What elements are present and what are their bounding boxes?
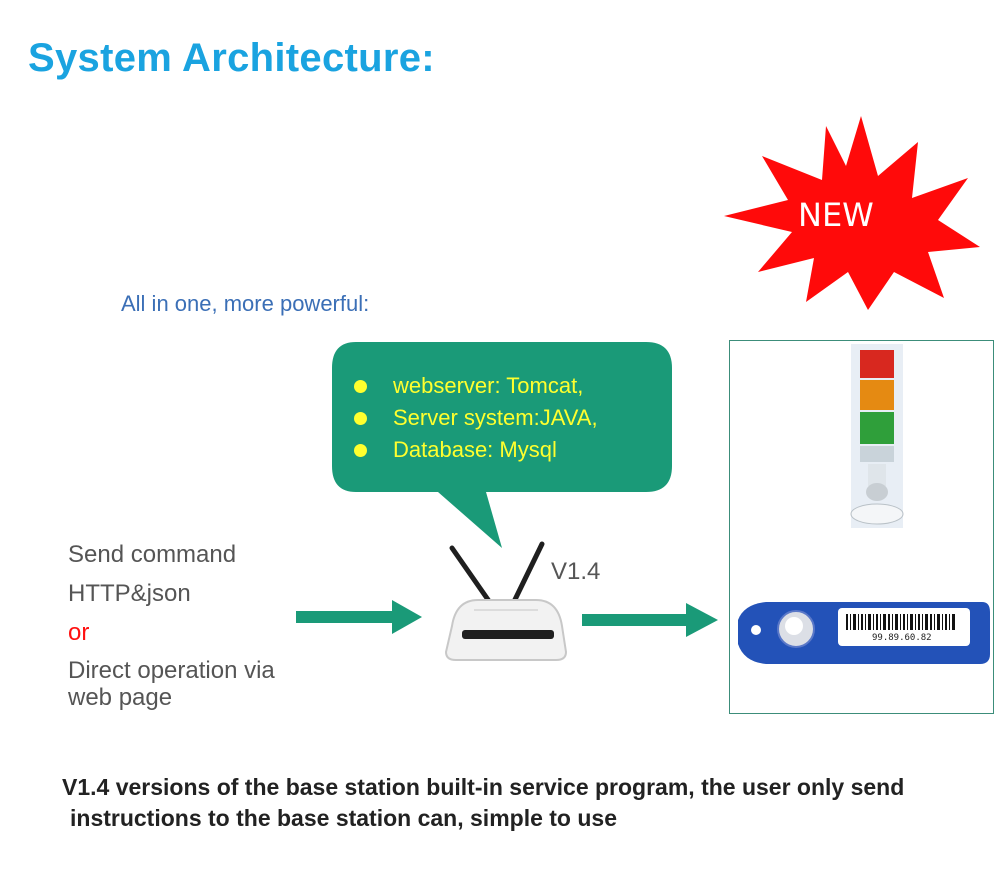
- arrow-to-devices-icon: [582, 603, 718, 637]
- speech-bubble-shape: [332, 342, 672, 548]
- caption-line-1: V1.4 versions of the base station built-…: [62, 774, 905, 800]
- new-starburst-badge: [724, 116, 980, 310]
- bubble-item-text: Database: Mysql: [393, 437, 557, 462]
- bullet-icon: [354, 443, 367, 457]
- bubble-list: webserver: Tomcat, Server system:JAVA, D…: [354, 370, 598, 466]
- router-icon: [444, 541, 568, 661]
- page-title: System Architecture:: [28, 36, 435, 80]
- bubble-item: Server system:JAVA,: [354, 402, 598, 434]
- or-text: or: [68, 619, 90, 646]
- bubble-item: webserver: Tomcat,: [354, 370, 598, 402]
- send-command-text: Send command: [68, 541, 237, 568]
- electronic-tag-icon: [738, 602, 990, 664]
- bubble-item: Database: Mysql: [354, 434, 598, 466]
- web-page-text: web page: [68, 684, 173, 711]
- caption-line-2: instructions to the base station can, si…: [70, 805, 617, 831]
- http-json-text: HTTP&json: [68, 580, 191, 607]
- bullet-icon: [354, 411, 367, 425]
- signal-tower-light-icon: [850, 344, 904, 528]
- subtitle: All in one, more powerful:: [121, 291, 370, 316]
- speech-bubble: [332, 342, 672, 548]
- bullet-icon: [354, 379, 367, 393]
- starburst-shape: [724, 116, 980, 310]
- tag-barcode-text: 99.89.60.82: [872, 633, 932, 643]
- caption: V1.4 versions of the base station built-…: [62, 772, 904, 834]
- direct-operation-text: Direct operation via: [68, 657, 275, 684]
- bubble-item-text: webserver: Tomcat,: [393, 373, 584, 398]
- bubble-item-text: Server system:JAVA,: [393, 405, 598, 430]
- arrow-to-router-icon: [296, 600, 422, 634]
- router-version-label: V1.4: [551, 558, 601, 585]
- new-badge-label: NEW: [798, 196, 874, 234]
